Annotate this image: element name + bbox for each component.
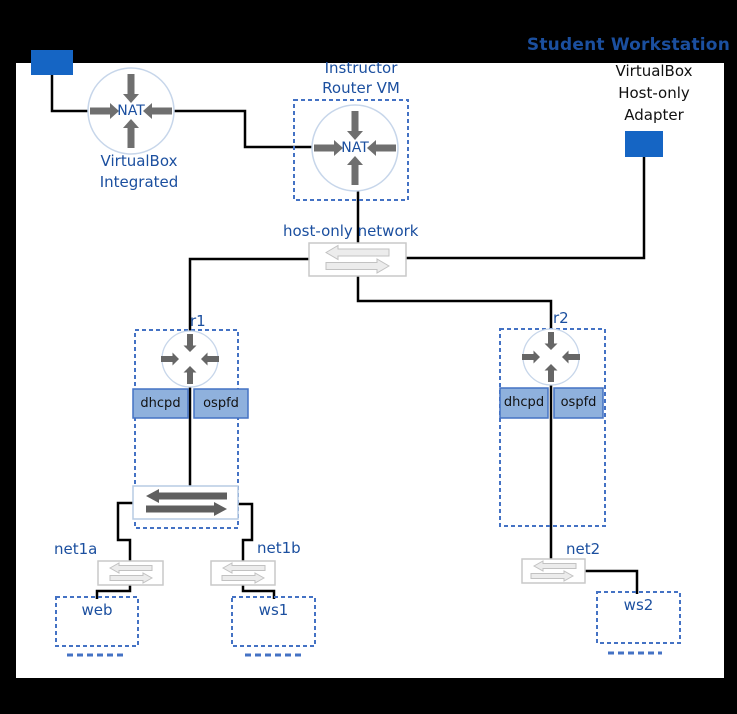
link-inner-switch-to-net1b-ws1: [238, 502, 276, 599]
r1-vm-box: [134, 329, 239, 529]
hostonly-network-label: host-only network: [283, 222, 419, 240]
r2-label: r2: [553, 309, 569, 327]
r1-ospfd-badge: [193, 388, 249, 419]
web-vm-box: [55, 596, 139, 647]
ws2-host-label: ws2: [623, 596, 654, 614]
switch-body: [521, 558, 586, 584]
r2-ospfd-badge: [553, 387, 604, 419]
r1-dhcpd-badge: [132, 388, 189, 419]
integrated-adapter-square: [31, 50, 73, 75]
link-hostonly-switch-to-r2: [356, 276, 553, 340]
link-integrated-nat-to-instructor: [172, 109, 313, 149]
switch-body: [97, 560, 164, 586]
r2-dhcpd-label: dhcpd: [503, 395, 545, 410]
net1a-label: net1a: [54, 540, 98, 558]
integrated-nat-router-icon: [87, 67, 175, 155]
net1b-switch-icon: [210, 560, 276, 586]
link-inner-switch-to-net1a-web: [95, 501, 133, 599]
switch-body: [308, 242, 407, 277]
ws1-host-label: ws1: [258, 601, 289, 619]
instructor-vm-box: [293, 99, 409, 201]
instructor-vm-label: Instructor Router VM: [322, 59, 400, 97]
r1-router-icon: [161, 330, 219, 388]
r2-router-icon: [522, 328, 580, 386]
net1a-switch-icon: [97, 560, 164, 586]
daemon-badges: [132, 387, 604, 419]
ws1-vm-box: [231, 596, 316, 647]
net2-label: net2: [566, 540, 601, 558]
web-host-label: web: [81, 601, 113, 619]
link-hostonly-switch-to-r1: [188, 257, 309, 340]
page-title: Student Workstation: [526, 35, 730, 55]
router-circle: [87, 67, 175, 155]
instructor-nat-text: NAT: [341, 140, 369, 156]
hostonly-adapter-square: [625, 131, 663, 157]
integrated-nat-text: NAT: [117, 103, 145, 119]
instructor-nat-router-icon: [311, 104, 399, 192]
switch-body: [210, 560, 276, 586]
ws2-vm-box: [596, 591, 681, 644]
r1-label: r1: [190, 312, 206, 330]
link-adapter-to-integrated-nat: [50, 75, 90, 113]
integrated-adapter-label: VirtualBox Integrated: [99, 152, 179, 191]
net1b-label: net1b: [257, 539, 301, 557]
r2-dhcpd-badge: [499, 387, 549, 419]
hostonly-network-switch-icon: [308, 242, 407, 277]
links: [50, 75, 646, 599]
r1-ospfd-label: ospfd: [203, 396, 239, 411]
hostonly-adapter-label: VirtualBox Host-only Adapter: [615, 62, 693, 124]
link-hostonly-adapter-to-switch: [406, 157, 646, 260]
r2-ospfd-label: ospfd: [560, 395, 597, 410]
r1-bridge-switch-icon: [132, 485, 239, 520]
r1-dhcpd-label: dhcpd: [140, 396, 181, 411]
link-net2-to-ws2: [585, 569, 639, 594]
net2-switch-icon: [521, 558, 586, 584]
router-circle: [311, 104, 399, 192]
vm-box-shadows: [67, 651, 662, 657]
switch-body: [132, 485, 239, 520]
